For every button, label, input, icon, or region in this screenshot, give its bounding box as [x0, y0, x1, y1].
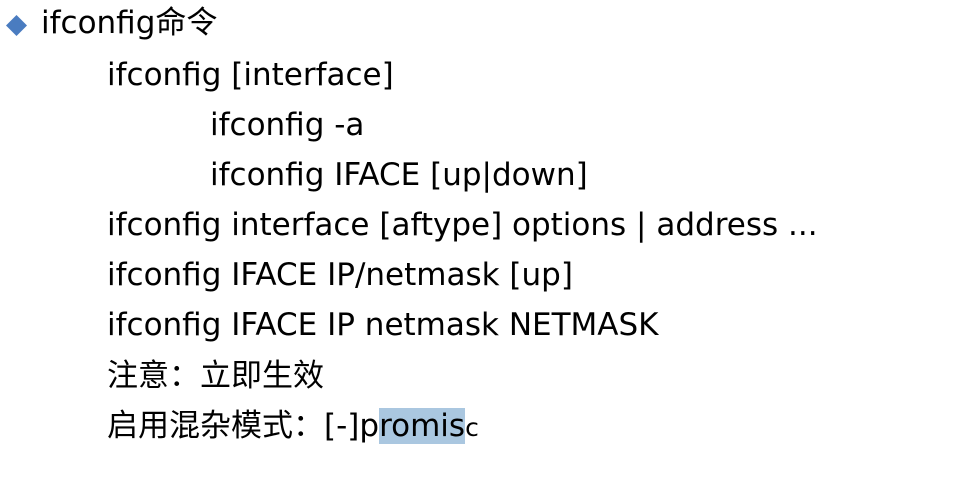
- note-line: 注意：立即生效: [107, 358, 324, 394]
- syntax-line-up-down: ifconfig IFACE [up|down]: [210, 157, 588, 193]
- diamond-bullet-icon: [6, 15, 27, 36]
- syntax-line-ip-netmask-prefix: ifconfig IFACE IP/netmask [up]: [107, 257, 573, 293]
- promisc-line-prefix: 启用混杂模式：[-]p: [107, 408, 380, 444]
- promisc-line: 启用混杂模式：[-]promisc: [107, 408, 479, 444]
- syntax-line-all: ifconfig -a: [210, 107, 365, 143]
- promisc-line-suffix: c: [465, 413, 479, 442]
- slide-title: ifconfig命令: [41, 5, 218, 41]
- text-selection[interactable]: romis: [379, 408, 466, 444]
- syntax-line-options: ifconfig interface [aftype] options | ad…: [107, 207, 818, 243]
- syntax-line-interface: ifconfig [interface]: [107, 57, 394, 93]
- syntax-line-ip-netmask: ifconfig IFACE IP netmask NETMASK: [107, 307, 659, 343]
